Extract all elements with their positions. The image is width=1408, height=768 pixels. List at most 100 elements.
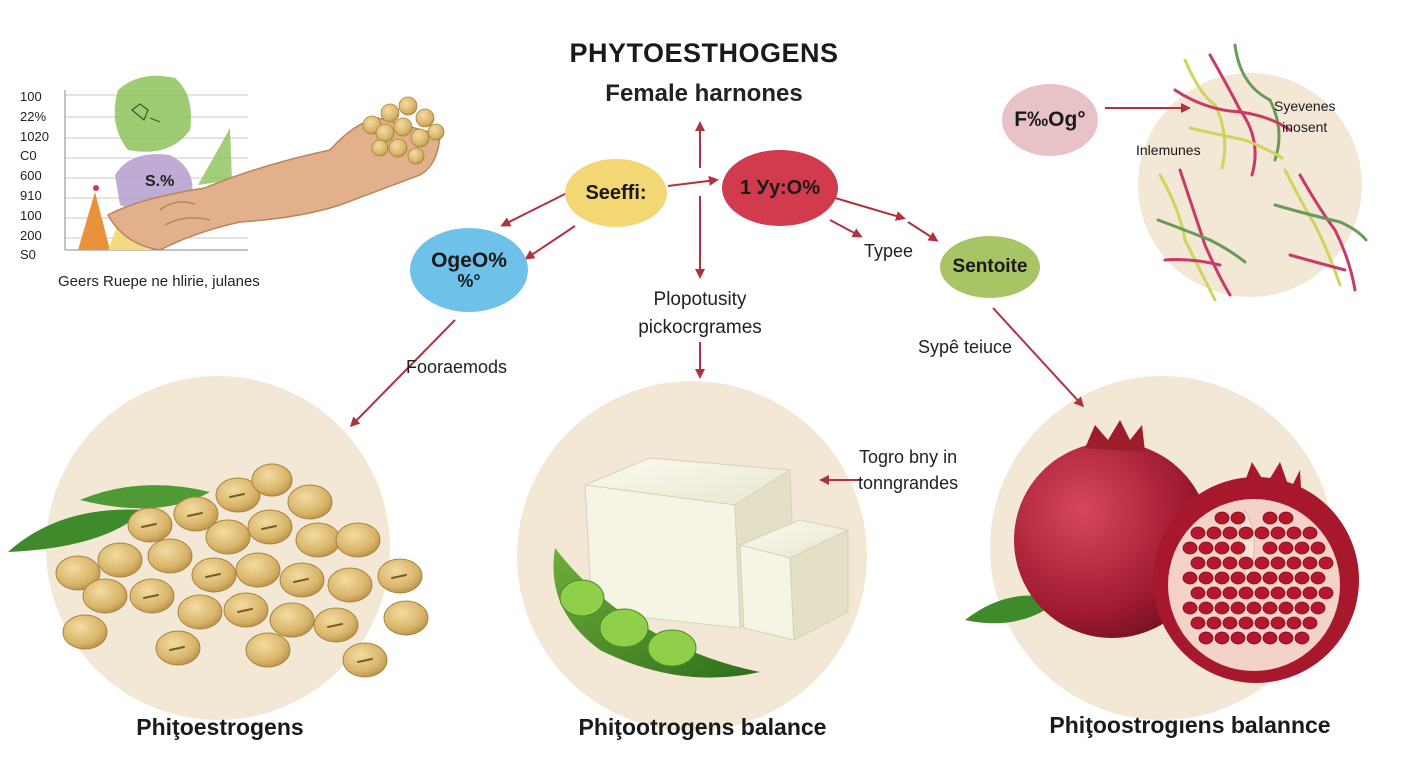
pomegranate-aril — [1238, 586, 1254, 600]
y-tick: 600 — [20, 168, 42, 184]
pomegranate-aril — [1270, 556, 1286, 570]
pomegranate-aril — [1206, 556, 1222, 570]
pomegranate-aril — [1182, 541, 1198, 555]
pomegranate-aril — [1230, 571, 1246, 585]
pomegranate-aril — [1206, 616, 1222, 630]
pomegranate-aril — [1310, 571, 1326, 585]
pomegranate-aril — [1254, 616, 1270, 630]
label-togro-line1: Togro bny in — [859, 447, 958, 467]
pomegranate-aril — [1262, 571, 1278, 585]
node-sentoite: Sentoite — [940, 236, 1040, 298]
pomegranate-aril — [1238, 616, 1254, 630]
pomegranate-aril — [1222, 556, 1238, 570]
pomegranate-aril — [1294, 601, 1310, 615]
label-typee: Typee — [864, 241, 914, 261]
pomegranate-aril — [1318, 556, 1334, 570]
pomegranate-aril — [1214, 601, 1230, 615]
pomegranate-leaf — [965, 595, 1060, 624]
pomegranate-aril — [1214, 571, 1230, 585]
pomegranate-aril — [1222, 586, 1238, 600]
label-togro: Togro bny in tonngrandes — [858, 444, 958, 496]
arrow-red-to-sentoite — [824, 194, 906, 221]
pomegranate-aril — [1190, 556, 1206, 570]
caption-middle: Phiţootrogens balance — [578, 714, 827, 740]
pomegranate-aril — [1238, 526, 1254, 540]
y-tick: 100 — [20, 207, 42, 223]
mini-chart-caption: Geers Ruepe ne hlirie, julanes — [58, 273, 260, 290]
node-center-red: 1 Уу:O% — [722, 150, 838, 226]
pomegranate-aril — [1278, 541, 1294, 555]
label-syevenes-line1: Syevenes — [1274, 98, 1336, 114]
pomegranate-aril — [1270, 526, 1286, 540]
pomegranate-aril — [1302, 616, 1318, 630]
pomegranate-aril — [1294, 541, 1310, 555]
arrow-red-to-typee — [829, 219, 863, 238]
pomegranate-aril — [1302, 526, 1318, 540]
pomegranate-aril — [1214, 631, 1230, 645]
pomegranate-aril — [1254, 526, 1270, 540]
y-tick: 100 — [20, 89, 42, 104]
arrow-typee-to-sentoite — [907, 221, 939, 242]
y-tick: S0 — [20, 247, 36, 263]
node-oge-line1: OgeO% — [431, 248, 507, 272]
y-tick: C0 — [20, 148, 37, 164]
leaf-icon — [8, 485, 210, 552]
hand-icon — [106, 117, 441, 251]
pomegranate-aril — [1230, 541, 1246, 555]
arrow-oge-from-seeffi — [524, 225, 576, 260]
arrow-seeffi-to-oge — [500, 192, 568, 227]
node-fog: F‰Og° — [1002, 84, 1098, 156]
node-center-red-label: 1 Уу:O% — [740, 177, 820, 199]
soybean-hilum-marks — [141, 493, 407, 663]
mini-chart-y-axis: 100 22% 1020 C0 600 910 100 200 S0 — [20, 87, 60, 265]
pomegranate-aril — [1278, 631, 1294, 645]
y-tick: 200 — [20, 227, 42, 243]
pomegranate-aril — [1286, 526, 1302, 540]
pomegranate-aril — [1294, 571, 1310, 585]
pomegranate-aril — [1230, 511, 1246, 525]
label-syevenes-line2: inosent — [1282, 119, 1328, 135]
node-seeffi: Seeffi: — [565, 159, 667, 227]
node-oge: OgeO% %° — [410, 228, 528, 312]
pomegranate-aril — [1182, 601, 1198, 615]
page-subtitle: Female harnones — [605, 80, 803, 107]
pomegranate-aril — [1238, 556, 1254, 570]
pomegranate-aril — [1286, 556, 1302, 570]
arrow-seeffi-to-red — [667, 175, 719, 187]
flow-arrows — [349, 103, 1191, 485]
mini-chart-badge: S.% — [145, 173, 175, 190]
pomegranate-aril — [1190, 586, 1206, 600]
pomegranate-aril — [1286, 616, 1302, 630]
pomegranate-seeds — [1182, 511, 1334, 645]
y-tick: 910 — [20, 187, 42, 203]
pomegranate-aril — [1254, 556, 1270, 570]
label-plopotusity: Plopotusity pickocrgrames — [600, 286, 800, 342]
pomegranate-aril — [1254, 586, 1270, 600]
pomegranate-aril — [1230, 631, 1246, 645]
tofu-icon — [583, 457, 850, 641]
pomegranate-aril — [1302, 556, 1318, 570]
label-sype-teiuce: Sypê teiuce — [918, 337, 1013, 357]
arrow-sentoite-to-pomegranate — [992, 307, 1085, 408]
pomegranate-aril — [1262, 541, 1278, 555]
pomegranate-aril — [1294, 631, 1310, 645]
pomegranate-aril — [1222, 526, 1238, 540]
y-tick: 22% — [20, 108, 47, 124]
pomegranate-aril — [1286, 586, 1302, 600]
pomegranate-aril — [1270, 586, 1286, 600]
y-tick: 1020 — [20, 128, 49, 144]
pomegranate-aril — [1198, 571, 1214, 585]
label-togro-line2: tonngrandes — [858, 473, 959, 493]
label-syevenes: Syevenes inosent — [1274, 96, 1335, 138]
node-seeffi-label: Seeffi: — [585, 182, 647, 204]
pomegranate-aril — [1182, 571, 1198, 585]
node-fog-label: F‰Og° — [1014, 108, 1086, 132]
pomegranate-aril — [1198, 631, 1214, 645]
pomegranate-aril — [1190, 526, 1206, 540]
page-title: PHYTOESTHOGENS — [569, 38, 839, 68]
pomegranate-aril — [1214, 541, 1230, 555]
pomegranate-aril — [1206, 586, 1222, 600]
caption-right: Phiţoostrogıens balannce — [1049, 712, 1331, 738]
label-fooraemods: Fooraemods — [406, 357, 508, 377]
